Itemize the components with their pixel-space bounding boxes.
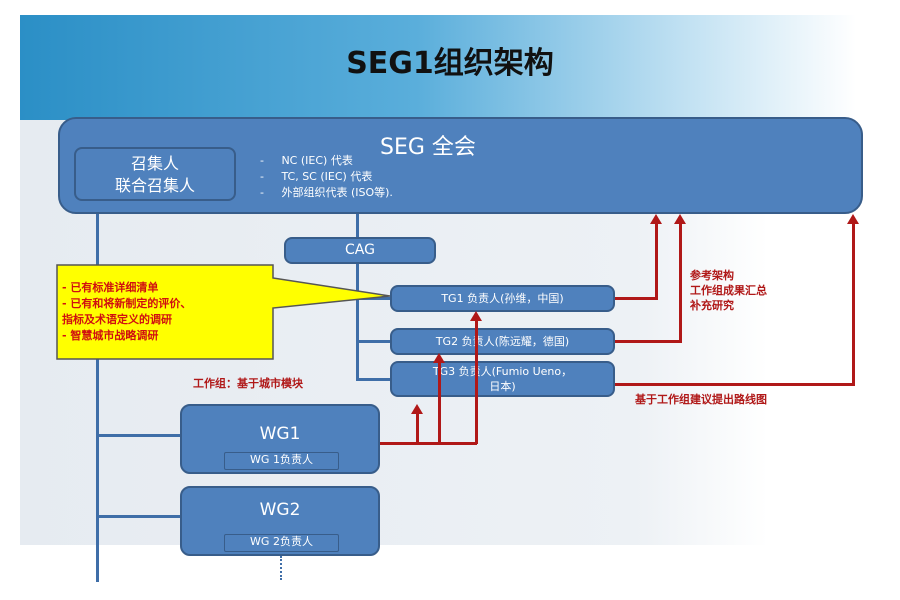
co-convenor-label: 联合召集人	[114, 176, 195, 195]
member-item: - NC (IEC) 代表	[260, 154, 353, 167]
seg-plenary-box: SEG 全会 召集人 联合召集人 - NC (IEC) 代表 - TC, SC …	[58, 117, 863, 214]
wg2-name: WG2	[259, 500, 301, 520]
member-list: - NC (IEC) 代表 - TC, SC (IEC) 代表 - 外部组织代表…	[260, 153, 393, 201]
arrow-line	[438, 360, 441, 444]
wg2-connector	[96, 515, 180, 518]
member-item: - TC, SC (IEC) 代表	[260, 170, 373, 183]
wg1-box: WG1 WG 1负责人	[180, 404, 380, 474]
right-note-line: 参考架构	[690, 269, 734, 282]
wg1-name: WG1	[259, 424, 301, 444]
tg1-branch	[356, 297, 390, 300]
arrow-up-icon	[674, 214, 686, 224]
tg3-line: TG3 负责人(Fumio Ueno，	[432, 365, 573, 378]
tg1-feedback-line	[655, 222, 658, 300]
arrow-up-icon	[411, 404, 423, 414]
member-item: - 外部组织代表 (ISO等).	[260, 186, 393, 199]
tg2-feedback-line	[615, 340, 681, 343]
convenor-label: 召集人	[130, 154, 179, 173]
arrow-line	[416, 412, 419, 444]
left-connector	[96, 212, 99, 582]
plenary-title: SEG 全会	[380, 135, 476, 160]
roadmap-note: 基于工作组建议提出路线图	[635, 393, 767, 406]
tg1-feedback-line	[615, 297, 657, 300]
wg1-lead: WG 1负责人	[224, 452, 339, 470]
wg2-lead: WG 2负责人	[224, 534, 339, 552]
convenor-box: 召集人 联合召集人	[74, 147, 236, 201]
callout-line: 指标及术语定义的调研	[62, 313, 172, 326]
callout-text: - 已有标准详细清单 - 已有和将新制定的评价、 指标及术语定义的调研 - 智慧…	[62, 280, 191, 344]
right-note-line: 工作组成果汇总	[690, 284, 767, 297]
tg-connector	[356, 262, 359, 380]
arrow-line	[475, 318, 478, 444]
page-title: SEG1组织架构	[346, 46, 554, 81]
tg2-branch	[356, 340, 390, 343]
wg1-output-line	[380, 442, 477, 445]
tg3-line: 日本)	[489, 380, 516, 393]
right-note: 参考架构 工作组成果汇总 补充研究	[690, 268, 767, 313]
arrow-up-icon	[470, 311, 482, 321]
right-note-line: 补充研究	[690, 299, 734, 312]
tg3-box: TG3 负责人(Fumio Ueno， 日本)	[390, 361, 615, 397]
title-banner	[20, 15, 900, 120]
cag-box: CAG	[284, 237, 436, 264]
tg3-feedback-line	[852, 222, 855, 386]
arrow-up-icon	[650, 214, 662, 224]
tg3-feedback-line	[615, 383, 855, 386]
wg-note: 工作组：基于城市模块	[193, 377, 303, 390]
more-wgs-dots	[280, 556, 282, 580]
wg2-box: WG2 WG 2负责人	[180, 486, 380, 556]
tg2-feedback-line	[679, 222, 682, 343]
callout-line: - 智慧城市战略调研	[62, 329, 159, 342]
tg1-box: TG1 负责人(孙维，中国)	[390, 285, 615, 312]
tg3-branch	[356, 378, 390, 381]
cag-connector	[356, 212, 359, 240]
tg2-box: TG2 负责人(陈远耀，德国)	[390, 328, 615, 355]
wg1-connector	[96, 434, 180, 437]
callout-pointer	[56, 264, 391, 360]
callout-line: - 已有和将新制定的评价、	[62, 297, 192, 310]
arrow-up-icon	[847, 214, 859, 224]
arrow-up-icon	[433, 353, 445, 363]
callout-line: - 已有标准详细清单	[62, 281, 159, 294]
